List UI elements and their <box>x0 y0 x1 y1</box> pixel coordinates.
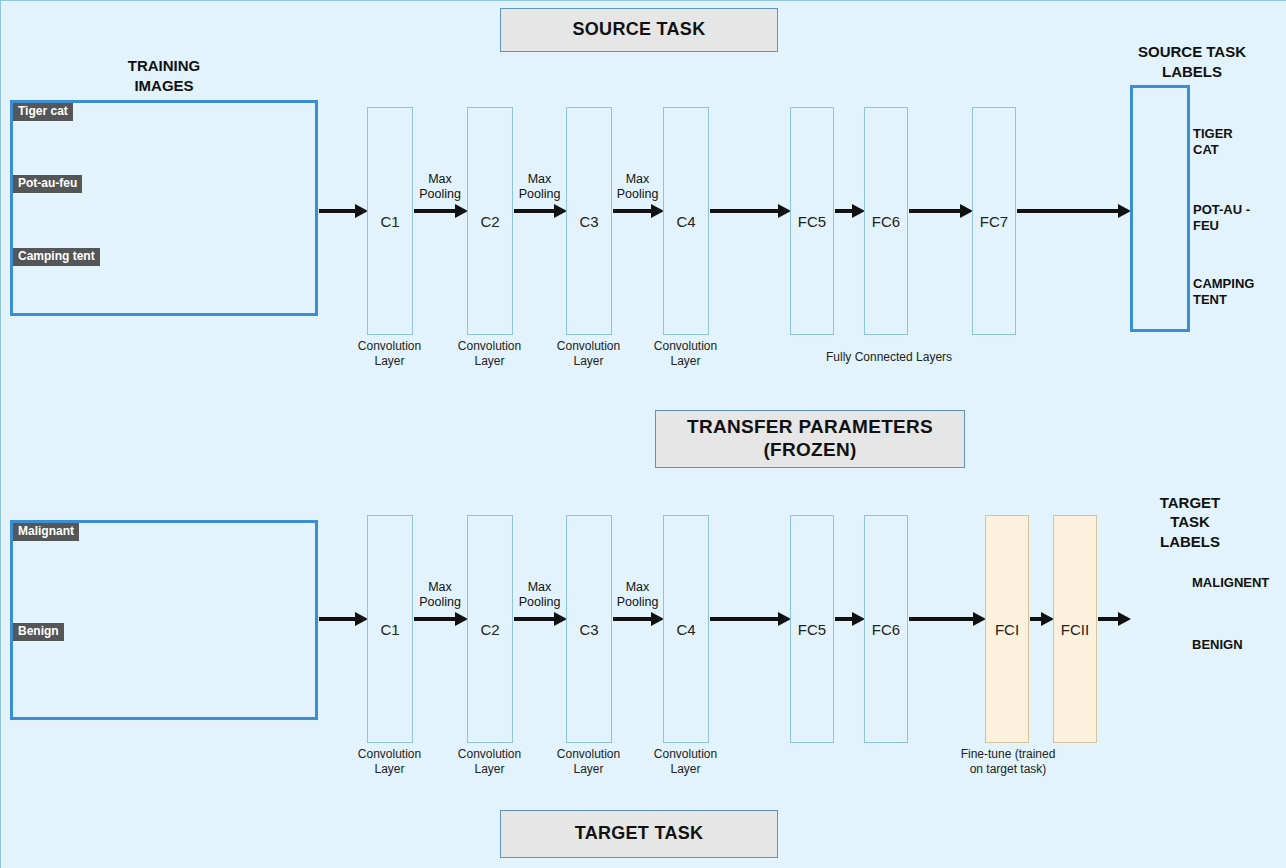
image-tag: Tiger cat <box>13 103 73 121</box>
finetune-layer: FCII <box>1053 515 1097 743</box>
finetune-layer: FCI <box>985 515 1029 743</box>
layer-caption: Convolution Layer <box>641 339 731 369</box>
layer-name: FCII <box>1061 621 1089 638</box>
class-label: BENIGN <box>1192 637 1243 653</box>
layer-caption: Convolution Layer <box>345 339 435 369</box>
conv-layer: C3Convolution Layer <box>566 107 612 335</box>
panel-heading: TARGET TASK LABELS <box>1154 493 1226 552</box>
layer-caption: Convolution Layer <box>641 747 731 777</box>
conv-layer: C4Convolution Layer <box>663 515 709 743</box>
conv-layer: C2Convolution Layer <box>467 515 513 743</box>
group-caption: Fully Connected Layers <box>826 350 952 365</box>
layer-name: C1 <box>380 621 399 638</box>
edge-label: Max Pooling <box>413 172 467 202</box>
fc-layer: FC5 <box>790 515 834 743</box>
image-tag: Camping tent <box>13 248 100 266</box>
arrow-connector <box>319 612 368 626</box>
banner-text: TRANSFER PARAMETERS (FROZEN) <box>685 416 935 462</box>
task-banner: SOURCE TASK <box>500 8 778 52</box>
arrow-connector <box>1098 612 1131 626</box>
layer-name: C1 <box>380 213 399 230</box>
image-tag: Benign <box>13 623 64 641</box>
arrow-connector <box>1017 204 1131 218</box>
layer-name: FCI <box>995 621 1019 638</box>
panel-heading: TRAINING IMAGES <box>114 56 214 95</box>
fc-layer: FC7 <box>972 107 1016 335</box>
layer-name: FC5 <box>798 213 826 230</box>
class-label: POT-AU -FEU <box>1193 202 1253 235</box>
arrow-connector <box>514 204 567 218</box>
layer-name: C3 <box>579 621 598 638</box>
layer-caption: Convolution Layer <box>445 339 535 369</box>
fc-layer: FC6 <box>864 107 908 335</box>
transfer-banner: TRANSFER PARAMETERS (FROZEN) <box>655 410 965 468</box>
layer-name: C3 <box>579 213 598 230</box>
layer-name: C4 <box>676 213 695 230</box>
arrow-connector <box>414 612 468 626</box>
layer-caption: Convolution Layer <box>445 747 535 777</box>
layer-caption: Convolution Layer <box>544 747 634 777</box>
layer-name: C2 <box>480 213 499 230</box>
conv-layer: C4Convolution Layer <box>663 107 709 335</box>
arrow-connector <box>319 204 368 218</box>
label-panel: SOURCE TASK LABELSTIGER CATPOT-AU -FEUCA… <box>1130 85 1190 332</box>
arrow-connector <box>835 612 865 626</box>
conv-layer: C2Convolution Layer <box>467 107 513 335</box>
arrow-connector <box>613 204 664 218</box>
image-panel: MalignantBenign <box>10 520 318 720</box>
class-label: MALIGNENT <box>1192 575 1269 591</box>
arrow-connector <box>1030 612 1054 626</box>
layer-name: C4 <box>676 621 695 638</box>
arrow-connector <box>835 204 865 218</box>
banner-text: SOURCE TASK <box>573 19 706 41</box>
fc-layer: FC6 <box>864 515 908 743</box>
edge-label: Max Pooling <box>413 580 467 610</box>
arrow-connector <box>909 612 986 626</box>
image-tag: Malignant <box>13 523 79 541</box>
class-label: CAMPING TENT <box>1193 276 1265 309</box>
layer-name: FC6 <box>872 621 900 638</box>
arrow-connector <box>710 612 791 626</box>
edge-label: Max Pooling <box>513 172 567 202</box>
banner-text: TARGET TASK <box>575 823 704 845</box>
conv-layer: C1Convolution Layer <box>367 515 413 743</box>
layer-caption: Convolution Layer <box>345 747 435 777</box>
arrow-connector <box>514 612 567 626</box>
conv-layer: C1Convolution Layer <box>367 107 413 335</box>
conv-layer: C3Convolution Layer <box>566 515 612 743</box>
edge-label: Max Pooling <box>611 580 665 610</box>
layer-name: FC5 <box>798 621 826 638</box>
layer-caption: Convolution Layer <box>544 339 634 369</box>
class-label: TIGER CAT <box>1193 126 1248 159</box>
arrow-connector <box>414 204 468 218</box>
group-caption: Fine-tune (trained on target task) <box>946 747 1070 777</box>
arrow-connector <box>710 204 791 218</box>
layer-name: FC6 <box>872 213 900 230</box>
edge-label: Max Pooling <box>611 172 665 202</box>
image-panel: TRAINING IMAGESTiger catPot-au-feuCampin… <box>10 100 318 316</box>
layer-name: C2 <box>480 621 499 638</box>
edge-label: Max Pooling <box>513 580 567 610</box>
arrow-connector <box>909 204 973 218</box>
fc-layer: FC5 <box>790 107 834 335</box>
image-tag: Pot-au-feu <box>13 175 82 193</box>
label-panel: TARGET TASK LABELSMALIGNENTBENIGN <box>1130 557 1186 677</box>
layer-name: FC7 <box>980 213 1008 230</box>
arrow-connector <box>613 612 664 626</box>
panel-heading: SOURCE TASK LABELS <box>1137 42 1247 81</box>
task-banner: TARGET TASK <box>500 810 778 858</box>
